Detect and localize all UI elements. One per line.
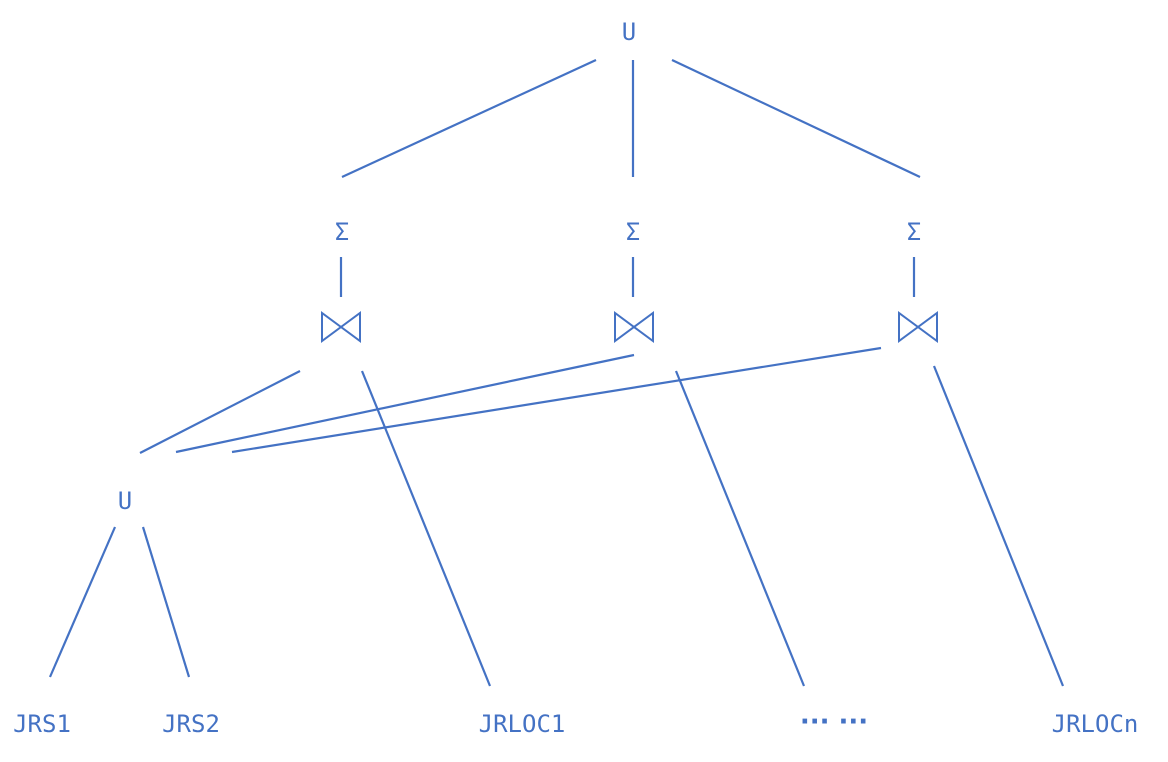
leaf-jrs2: JRS2: [162, 710, 220, 738]
edge-join3-jrlocn: [932, 365, 1065, 687]
sigma-symbol-3: Σ: [907, 218, 921, 246]
edge-root-sigma-3: [671, 59, 921, 178]
edge-union-jrs1: [48, 526, 117, 678]
natural-join-icon: [614, 311, 654, 343]
sigma-symbol-1: Σ: [335, 218, 349, 246]
edge-join1-union: [139, 370, 301, 454]
edge-join2-ellipsis: [674, 370, 806, 687]
edge-join1-jrloc1: [360, 370, 492, 687]
natural-join-icon: [898, 311, 938, 343]
natural-join-icon: [321, 311, 361, 343]
leaf-jrloc1: JRLOC1: [479, 710, 566, 738]
edge-root-sigma-1: [341, 59, 597, 178]
edge-union-jrs2: [141, 526, 191, 678]
leaf-ellipsis: ··· ···: [800, 707, 868, 737]
leaf-jrlocn: JRLOCn: [1052, 710, 1139, 738]
root-union-symbol: U: [622, 18, 636, 46]
edge-join2-union: [175, 353, 635, 454]
leaf-jrs1: JRS1: [13, 710, 71, 738]
edge-join3-union: [231, 346, 882, 454]
sigma-symbol-2: Σ: [626, 218, 640, 246]
inner-union-symbol: U: [118, 487, 132, 515]
